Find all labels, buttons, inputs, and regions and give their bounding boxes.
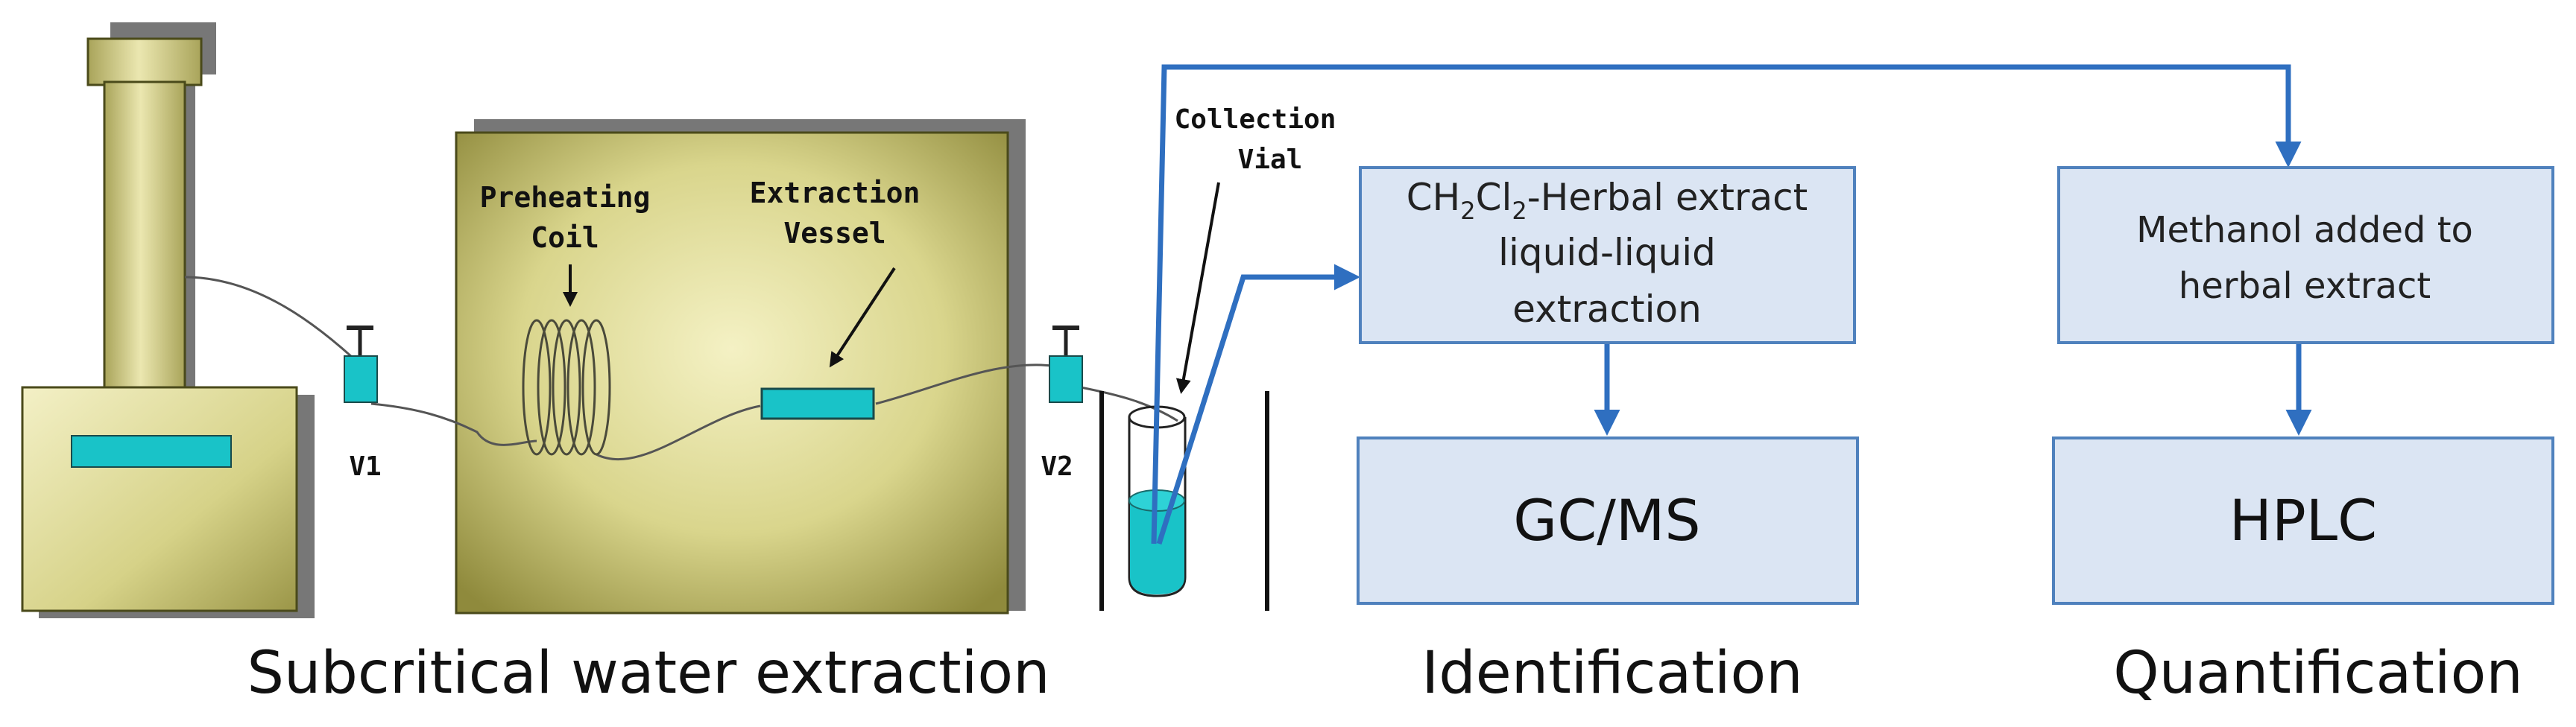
vial-pointer-arrow [1175, 182, 1220, 394]
flow-arrow-to-lle [1156, 264, 1360, 545]
methanol-box [2057, 166, 2554, 344]
lle-box-formula: CH2Cl2-Herbal extract [1407, 176, 1808, 225]
extraction-vessel-label-1: Extraction [750, 177, 921, 209]
flow-arrow-to-methanol [1151, 64, 2302, 545]
vessel-pointer-arrow [829, 267, 896, 368]
methanol-box-line1: Methanol added to [2136, 209, 2473, 251]
collection-vial [1099, 391, 1269, 611]
extraction-vessel [760, 387, 875, 420]
gcms-box-label: GC/MS [1513, 487, 1700, 553]
valve-v2 [1049, 326, 1083, 403]
preheating-coil [522, 319, 611, 456]
pump-display [71, 435, 232, 468]
subcritical-water-extraction-caption: Subcritical water extraction [247, 640, 1049, 707]
quantification-caption: Quantification [2113, 640, 2523, 707]
valve-v1-label: V1 [349, 451, 381, 482]
valve-v2-label: V2 [1041, 451, 1073, 482]
hplc-box [2052, 436, 2554, 605]
preheating-coil-label-1: Preheating [480, 181, 651, 214]
lle-box-line2: liquid-liquid [1498, 231, 1716, 274]
collection-vial-label-1: Collection [1175, 104, 1336, 135]
identification-caption: Identification [1421, 640, 1802, 707]
lle-box [1359, 166, 1856, 344]
gcms-box [1357, 436, 1859, 605]
hplc-box-label: HPLC [2229, 487, 2377, 553]
preheating-coil-label-2: Coil [531, 221, 599, 254]
collection-vial-label-2: Vial [1238, 145, 1303, 175]
valve-v1 [344, 326, 378, 403]
pump-apparatus [21, 22, 315, 618]
methanol-box-line2: herbal extract [2179, 265, 2431, 307]
tubing [184, 276, 1178, 461]
lle-box-line3: extraction [1512, 288, 1702, 331]
oven-apparatus [455, 119, 1026, 615]
extraction-vessel-label-2: Vessel [783, 217, 886, 250]
